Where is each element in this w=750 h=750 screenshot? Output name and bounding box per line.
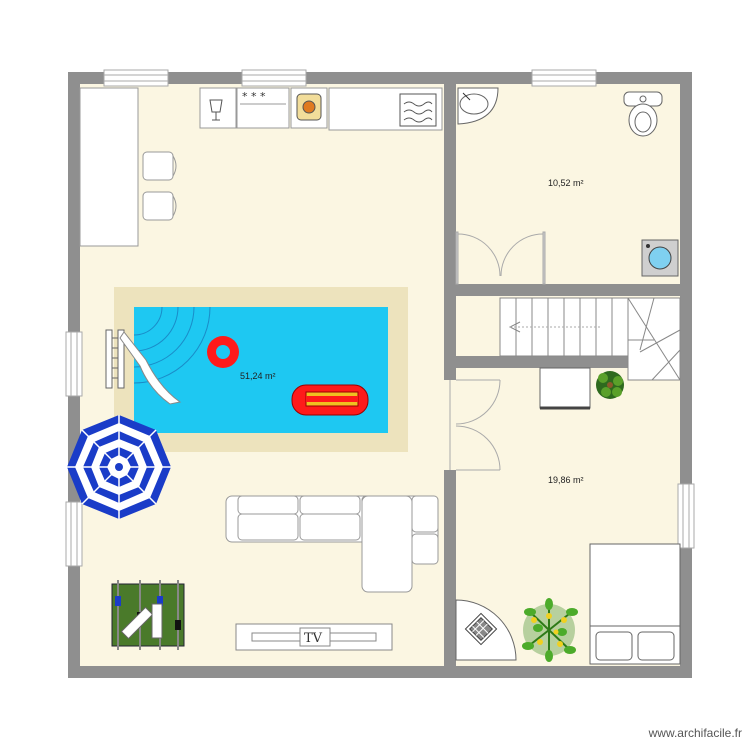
kitchen-counter-left xyxy=(79,87,139,247)
window-top-left xyxy=(103,69,169,87)
stove: * * * xyxy=(236,87,290,129)
door-bathroom[interactable] xyxy=(455,231,546,285)
window-right xyxy=(677,483,695,549)
tv-unit xyxy=(235,623,393,651)
room-area-main: 51,24 m² xyxy=(240,371,276,381)
bar-stool xyxy=(142,191,177,221)
bar-stool xyxy=(142,151,177,181)
pool-float-mattress xyxy=(291,384,369,416)
kitchen-counter-top xyxy=(328,87,443,131)
pool-slide xyxy=(119,331,182,405)
round-table-with-chair xyxy=(455,599,517,661)
foosball-table xyxy=(111,580,185,650)
sectional-sofa xyxy=(225,495,439,593)
room-area-bathroom: 10,52 m² xyxy=(548,178,584,188)
corner-sink xyxy=(457,87,499,125)
toilet xyxy=(623,91,663,137)
window-top-right xyxy=(531,69,597,87)
window-top-center xyxy=(241,69,307,87)
potted-plant-small xyxy=(596,371,624,399)
svg-text:* * *: * * * xyxy=(242,90,266,103)
door-bedroom[interactable] xyxy=(444,379,501,471)
potted-plant-large xyxy=(522,598,578,662)
double-bed xyxy=(589,543,681,665)
watermark: www.archifacile.fr xyxy=(648,726,742,740)
staircase xyxy=(499,297,681,381)
beach-umbrella xyxy=(67,415,171,519)
oven xyxy=(290,87,328,129)
washing-machine xyxy=(641,239,679,277)
kitchen-sink-unit xyxy=(199,87,237,129)
tv-label: TV xyxy=(304,631,323,646)
pool-ladder xyxy=(105,329,125,389)
window-left-upper xyxy=(65,331,83,397)
window-left-lower xyxy=(65,501,83,567)
pool-ring-buoy xyxy=(207,336,239,368)
room-area-bedroom: 19,86 m² xyxy=(548,475,584,485)
desk xyxy=(539,367,591,410)
